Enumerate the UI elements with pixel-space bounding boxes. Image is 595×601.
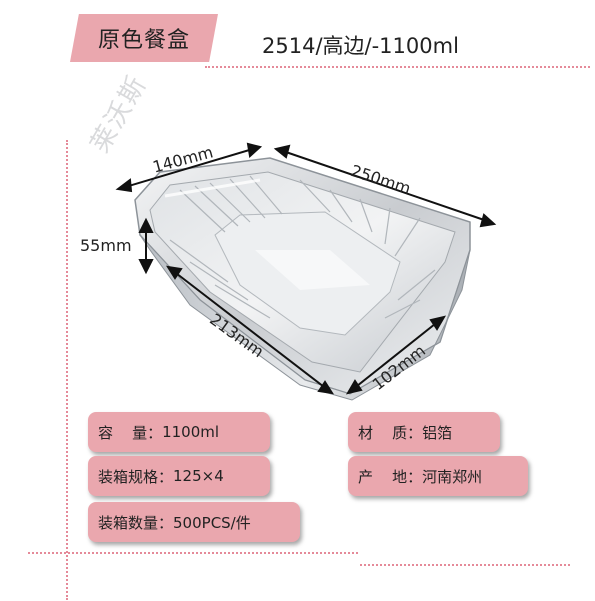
bottom-divider-left — [28, 552, 358, 554]
dimension-arrows — [115, 142, 497, 395]
dimension-height: 55mm — [80, 236, 132, 255]
spec-quantity: 装箱数量： 500PCS/件 — [88, 502, 300, 542]
spec-origin-label: 产 地： — [358, 467, 423, 486]
model-label: 2514/高边/-1100ml — [262, 34, 459, 58]
spec-quantity-label: 装箱数量： — [98, 513, 174, 532]
spec-material-value: 铝箔 — [422, 423, 453, 442]
spec-material: 材 质： 铝箔 — [348, 412, 500, 452]
spec-material-label: 材 质： — [358, 423, 423, 442]
spec-capacity-label: 容 量： — [98, 423, 163, 442]
spec-capacity: 容 量： 1100ml — [88, 412, 270, 452]
spec-quantity-value: 500PCS/件 — [173, 513, 251, 532]
bottom-divider-right — [360, 564, 570, 566]
page-title: 原色餐盒 — [97, 28, 190, 53]
title-badge: 原色餐盒 — [70, 14, 218, 62]
spec-capacity-value: 1100ml — [162, 423, 220, 441]
spec-origin-value: 河南郑州 — [422, 467, 483, 486]
left-divider — [66, 140, 68, 600]
spec-origin: 产 地： 河南郑州 — [348, 456, 528, 496]
spec-packing-value: 125×4 — [173, 467, 224, 485]
spec-packing: 装箱规格： 125×4 — [88, 456, 270, 496]
top-divider — [205, 66, 590, 68]
spec-packing-label: 装箱规格： — [98, 467, 174, 486]
